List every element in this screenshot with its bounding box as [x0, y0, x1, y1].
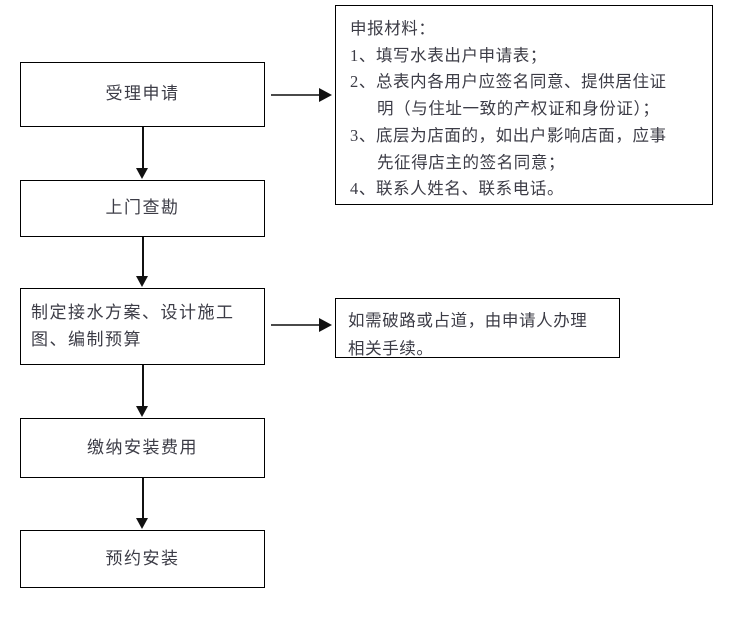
connector-plan-to-pay: [142, 365, 144, 407]
flow-node-plan[interactable]: 制定接水方案、设计施工 图、编制预算: [20, 288, 265, 365]
flow-node-label: 缴纳安装费用: [87, 437, 198, 457]
flow-node-accept[interactable]: 受理申请: [20, 62, 265, 127]
flow-node-label: 预约安装: [105, 548, 180, 568]
arrowhead-right-icon: [319, 88, 332, 102]
connector-survey-to-plan: [142, 237, 144, 277]
note-line: 相关手续。: [348, 339, 434, 359]
flow-node-install[interactable]: 预约安装: [20, 530, 265, 588]
note-line: 如需破路或占道，由申请人办理: [348, 311, 588, 330]
connector-pay-to-install: [142, 478, 144, 519]
note-line: 明（与住址一致的产权证和身份证）；: [377, 99, 660, 119]
note-line: 2、总表内各用户应签名同意、提供居住证: [350, 72, 667, 92]
note-box-road-permit[interactable]: 如需破路或占道，由申请人办理 相关手续。: [335, 298, 620, 358]
flow-node-label: 上门查勘: [105, 198, 180, 218]
note-line: 1、填写水表出户申请表；: [350, 45, 547, 65]
flow-node-label: 受理申请: [105, 84, 180, 104]
note-line: 3、底层为店面的，如出户影响店面，应事: [350, 125, 667, 145]
note-line: 4、联系人姓名、联系电话。: [350, 179, 565, 199]
arrowhead-down-icon: [136, 406, 148, 417]
arrowhead-down-icon: [136, 518, 148, 529]
note-line: 申报材料：: [350, 19, 436, 38]
note-line: 先征得店主的签名同意；: [377, 152, 566, 172]
flow-node-label: 制定接水方案、设计施工 图、编制预算: [31, 303, 235, 349]
flow-node-survey[interactable]: 上门查勘: [20, 180, 265, 237]
arrowhead-down-icon: [136, 276, 148, 287]
connector-plan-to-road-permit: [271, 324, 320, 326]
connector-accept-to-materials: [271, 94, 320, 96]
arrowhead-right-icon: [319, 318, 332, 332]
note-box-materials[interactable]: 申报材料： 1、填写水表出户申请表； 2、总表内各用户应签名同意、提供居住证 明…: [335, 5, 713, 205]
connector-accept-to-survey: [142, 127, 144, 170]
flow-node-pay[interactable]: 缴纳安装费用: [20, 418, 265, 478]
arrowhead-down-icon: [136, 168, 148, 179]
